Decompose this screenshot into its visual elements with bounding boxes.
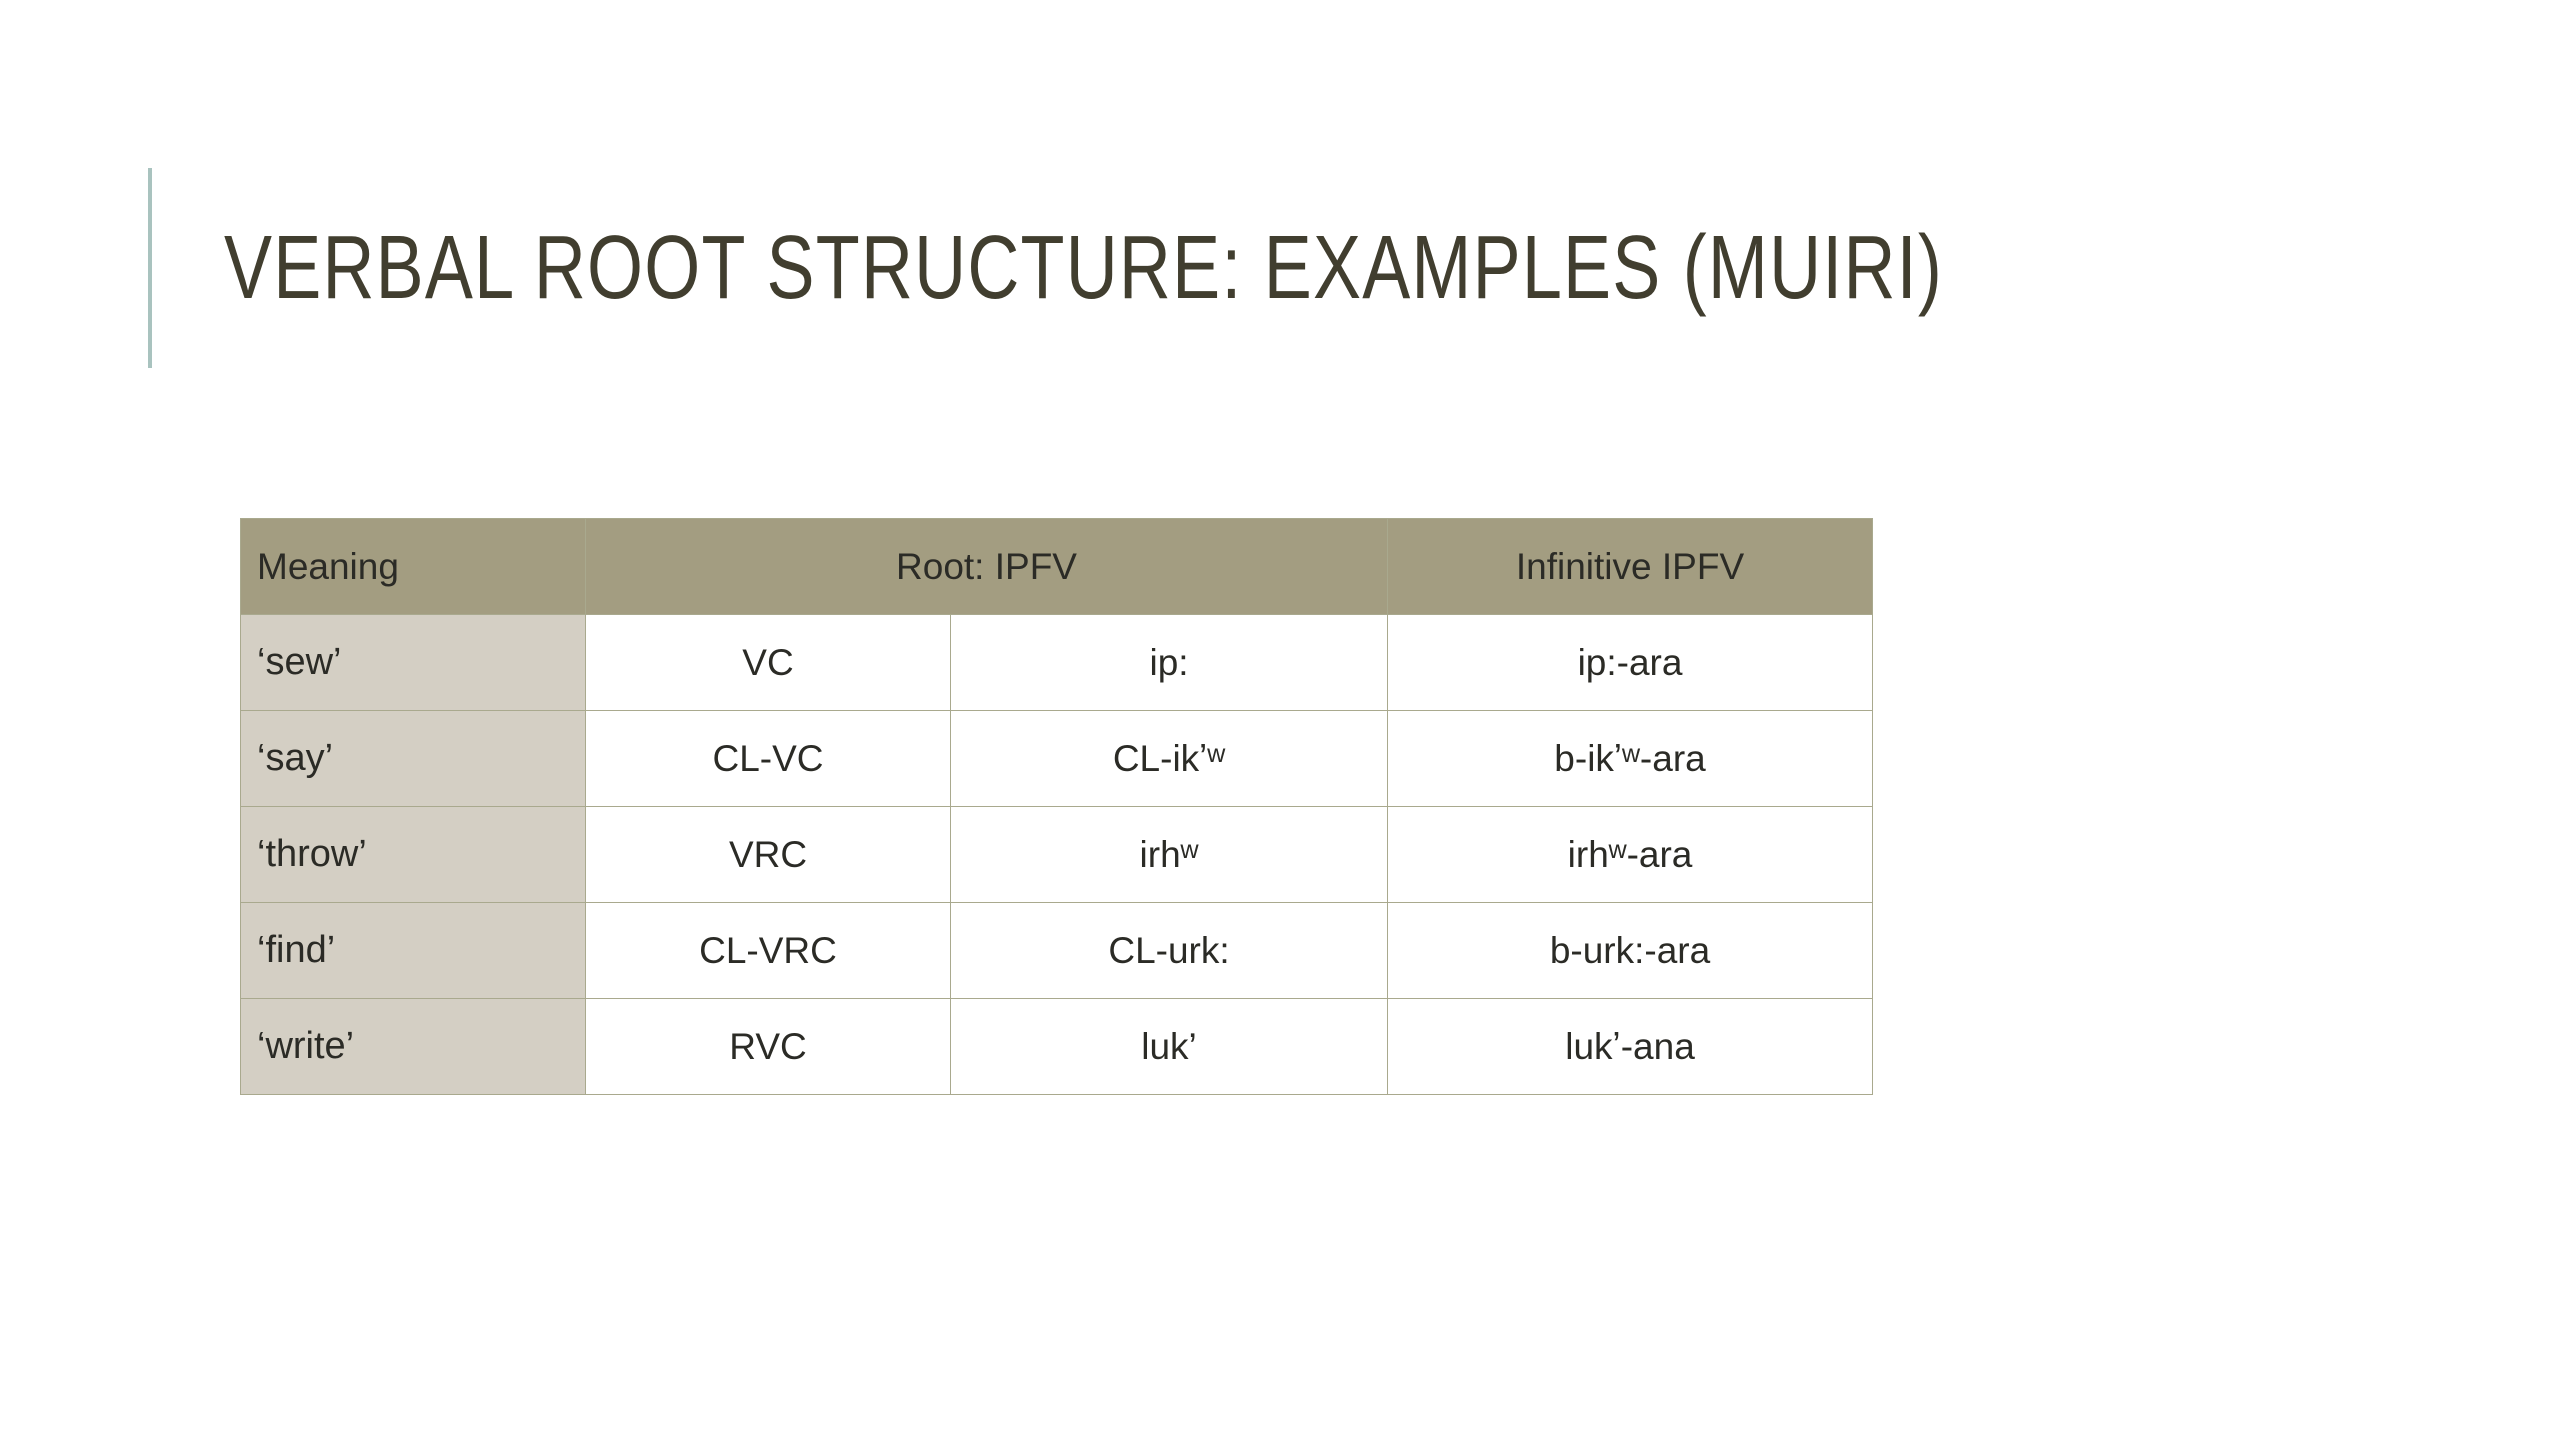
table-row: ‘throw’ VRC irhʷ irhʷ-ara [240,806,1874,903]
table-row: ‘write’ RVC luk’ lukʼ-ana [240,998,1874,1095]
verbal-root-table-container: Meaning Root: IPFV Infinitive IPFV ‘sew’… [240,518,1874,1095]
cell-root-shape: VC [585,614,951,711]
cell-infinitive-form: irhʷ-ara [1387,806,1874,903]
table-row: ‘find’ CL-VRC CL-urk: b-urk:-ara [240,902,1874,999]
cell-root-shape: CL-VRC [585,902,951,999]
cell-root-form: luk’ [949,998,1389,1095]
table-header: Meaning Root: IPFV Infinitive IPFV [240,518,1874,615]
cell-infinitive-form: b-ikʼʷ-ara [1387,710,1874,807]
title-block: VERBAL ROOT STRUCTURE: EXAMPLES (MUIRI) [148,168,2348,368]
table-row: ‘sew’ VC ip: ip:-ara [240,614,1874,711]
cell-meaning: ‘throw’ [240,806,586,903]
cell-meaning: ‘write’ [240,998,586,1095]
cell-root-shape: RVC [585,998,951,1095]
cell-root-form: CL-urk: [949,902,1389,999]
column-header-infinitive-ipfv: Infinitive IPFV [1387,518,1874,615]
cell-infinitive-form: lukʼ-ana [1387,998,1874,1095]
title-accent-bar [148,168,152,368]
page-title: VERBAL ROOT STRUCTURE: EXAMPLES (MUIRI) [224,218,1944,318]
table-header-row: Meaning Root: IPFV Infinitive IPFV [240,518,1874,615]
cell-meaning: ‘say’ [240,710,586,807]
cell-meaning: ‘find’ [240,902,586,999]
cell-root-shape: VRC [585,806,951,903]
table-body: ‘sew’ VC ip: ip:-ara ‘say’ CL-VC CL-ikʼʷ… [240,614,1874,1095]
cell-infinitive-form: b-urk:-ara [1387,902,1874,999]
table-row: ‘say’ CL-VC CL-ikʼʷ b-ikʼʷ-ara [240,710,1874,807]
cell-infinitive-form: ip:-ara [1387,614,1874,711]
column-header-root-ipfv: Root: IPFV [584,518,1389,615]
cell-root-form: irhʷ [949,806,1389,903]
verbal-root-table: Meaning Root: IPFV Infinitive IPFV ‘sew’… [240,518,1874,1095]
cell-root-form: ip: [949,614,1389,711]
cell-root-shape: CL-VC [585,710,951,807]
column-header-meaning: Meaning [240,518,586,615]
cell-root-form: CL-ikʼʷ [949,710,1389,807]
cell-meaning: ‘sew’ [240,614,586,711]
